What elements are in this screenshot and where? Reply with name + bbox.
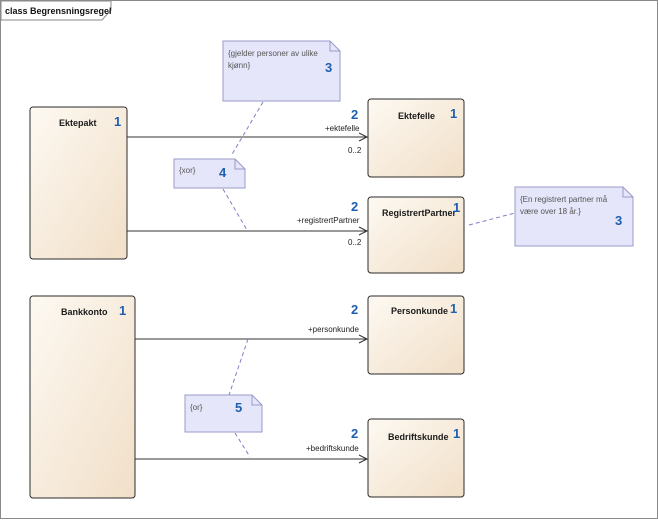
note-xor[interactable]: {xor} 4 <box>173 158 246 189</box>
class-bankkonto[interactable]: Bankkonto 1 <box>29 295 136 499</box>
number-badge: 1 <box>114 114 121 129</box>
note-kjonn[interactable]: {gjelder personer av ulike kjønn} 3 <box>222 40 341 102</box>
multiplicity-label: 0..2 <box>348 146 362 155</box>
class-name: Bedriftskunde <box>388 432 449 442</box>
number-badge: 5 <box>235 400 242 415</box>
association-bedriftskunde[interactable] <box>135 454 369 464</box>
association-personkunde[interactable] <box>135 334 369 344</box>
role-label: +registrertPartner <box>297 216 360 225</box>
number-badge: 1 <box>450 301 457 316</box>
note-or[interactable]: {or} 5 <box>184 394 263 433</box>
class-name: Bankkonto <box>61 307 108 317</box>
note-text: {xor} <box>179 166 196 175</box>
role-label: +ektefelle <box>325 124 360 133</box>
note-text-line1: {En registrert partner må <box>520 195 608 204</box>
class-ektepakt[interactable]: Ektepakt 1 <box>29 106 128 260</box>
note-alder[interactable]: {En registrert partner må være over 18 å… <box>514 186 634 247</box>
number-badge: 2 <box>351 426 358 441</box>
class-bedriftskunde[interactable]: Bedriftskunde 1 <box>367 418 465 498</box>
note-text-line2: kjønn} <box>228 61 251 70</box>
note-text-line2: være over 18 år.} <box>520 207 581 216</box>
class-name: Ektepakt <box>59 118 97 128</box>
class-name: RegistrertPartner <box>382 208 457 218</box>
number-badge: 2 <box>351 302 358 317</box>
class-personkunde[interactable]: Personkunde 1 <box>367 295 465 375</box>
role-label: +personkunde <box>308 325 359 334</box>
number-badge: 1 <box>450 106 457 121</box>
class-ektefelle[interactable]: Ektefelle 1 <box>367 98 465 178</box>
note-text-line1: {gjelder personer av ulike <box>228 49 318 58</box>
role-label: +bedriftskunde <box>306 444 359 453</box>
frame-title: class Begrensningsregel <box>5 6 112 16</box>
note-connectors <box>222 101 516 458</box>
multiplicity-label: 0..2 <box>348 238 362 247</box>
association-ektefelle[interactable] <box>127 132 369 142</box>
frame-tab <box>0 0 112 21</box>
class-name: Ektefelle <box>398 111 435 121</box>
number-badge: 1 <box>453 426 460 441</box>
number-badge: 2 <box>351 107 358 122</box>
note-text: {or} <box>190 403 203 412</box>
number-badge: 2 <box>351 199 358 214</box>
association-registrert-partner[interactable] <box>127 226 369 236</box>
number-badge: 1 <box>453 200 460 215</box>
class-name: Personkunde <box>391 306 448 316</box>
number-badge: 4 <box>219 165 227 180</box>
number-badge: 1 <box>119 303 126 318</box>
class-registrert-partner[interactable]: RegistrertPartner 1 <box>367 196 465 274</box>
number-badge: 3 <box>615 213 622 228</box>
number-badge: 3 <box>325 60 332 75</box>
